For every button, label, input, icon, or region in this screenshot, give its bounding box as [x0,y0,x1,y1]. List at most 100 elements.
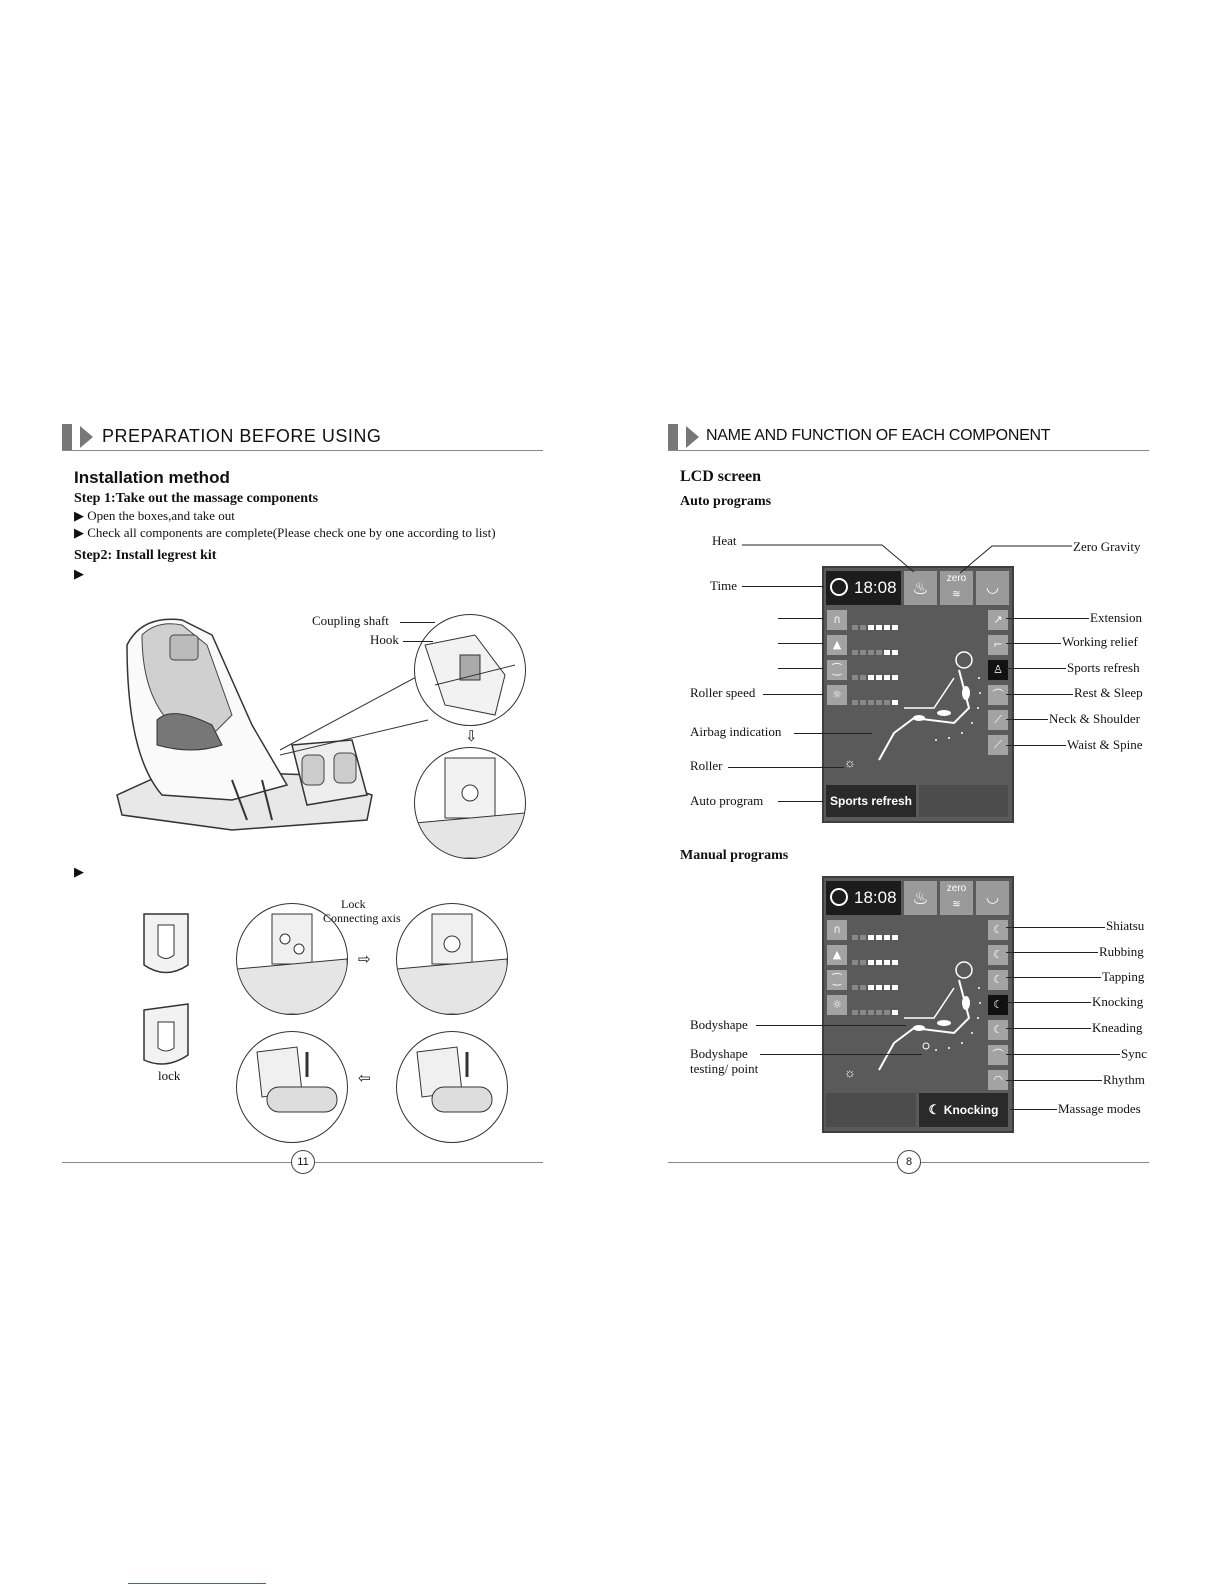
step1-item-2: ▶ Check all components are complete(Plea… [74,525,496,540]
airbag-indication-leader [794,733,872,734]
detail-pointer-lines [280,674,429,756]
auto-lcd-screen: 18:08 ♨ zero≋ ◡ ก ▲ ⁐ ☼ ↗ ⌐ ♙ ⌒ ⟋ ⟋ ☼ Sp… [822,566,1014,823]
auto-programs-title: Auto programs [680,494,772,509]
kneading-label: Kneading [1092,1020,1143,1035]
kneading-icon[interactable]: ☾ [988,1020,1008,1040]
massage-modes-label: Massage modes [1058,1101,1141,1116]
hook-leader [403,641,433,642]
foot-level-icon: ▲ [827,635,847,655]
width-level-icon: ⁐ [827,660,847,680]
rest-sleep-leader [1006,694,1073,695]
detail-circle-hook [414,614,526,726]
extension-label: Extension [1090,610,1142,625]
clock-icon [830,888,848,906]
heat-leader [742,544,915,573]
body-figure-icon [878,961,981,1071]
right-page-number: 8 [897,1150,921,1174]
tapping-label: Tapping [1102,969,1145,984]
rubbing-label: Rubbing [1099,944,1144,959]
bottom-link-underline [128,1583,266,1584]
tapping-leader [1006,977,1101,978]
right-section-marker [668,424,708,450]
massage-mode-box: ☾ Knocking [919,1093,1008,1127]
knocking-mode-icon: ☾ [928,1102,944,1117]
sports-refresh-icon[interactable]: ♙ [988,660,1008,680]
step-circle-2 [396,903,508,1015]
lcd-heading: LCD screen [680,468,762,485]
step-circle-4 [236,1031,348,1143]
kneading-leader [1006,1028,1091,1029]
left-header-rule [62,450,543,451]
foot-level-leader [778,643,824,644]
heat-icon[interactable]: ♨ [904,571,937,605]
heat-label: Heat [712,533,737,548]
working-relief-icon[interactable]: ⌐ [988,635,1008,655]
zero-gravity-icon[interactable]: zero≋ [940,571,973,605]
step2-bullet: ▶ [74,566,84,581]
bodyshape-testing-label-2: testing/ point [690,1061,759,1076]
zero-gravity-icon[interactable]: zero≋ [940,881,973,915]
lock-small-label: lock [158,1068,181,1083]
sync-icon[interactable]: ⌒ [988,1045,1008,1065]
width-level-icon: ⁐ [827,970,847,990]
roller-speed-label: Roller speed [690,685,756,700]
knocking-label: Knocking [1092,994,1144,1009]
rubbing-icon[interactable]: ☾ [988,945,1008,965]
roller-icon: ☼ [844,1065,856,1080]
manual-empty-box [826,1093,916,1127]
neck-shoulder-leader [1006,719,1048,720]
sync-leader [1006,1054,1120,1055]
neck-shoulder-label: Neck & Shoulder [1049,711,1140,726]
coupling-shaft-label: Coupling shaft [312,613,389,628]
step2-title: Step2: Install legrest kit [74,548,217,563]
coupling-shaft-leader [400,622,435,623]
sports-refresh-leader [1006,668,1066,669]
roller-speed-leader [763,694,824,695]
roller-speed-dots [852,700,900,705]
roller-speed-icon: ☼ [827,995,847,1015]
rubbing-leader [1006,952,1098,953]
bodyshape-label: Bodyshape [690,1017,748,1032]
step1-title: Step 1:Take out the massage components [74,491,319,506]
working-relief-leader [1006,643,1061,644]
zero-gravity-label: Zero Gravity [1073,539,1141,554]
knocking-icon[interactable]: ☾ [988,995,1008,1015]
roller-speed-icon: ☼ [827,685,847,705]
bodyshape-testing-label-1: Bodyshape [690,1046,748,1061]
knocking-leader [1006,1002,1091,1003]
airbag-indication-label: Airbag indication [690,724,782,739]
width-level-leader [778,668,824,669]
heat-icon[interactable]: ♨ [904,881,937,915]
working-relief-label: Working relief [1062,634,1138,649]
auto-empty-box [919,785,1008,817]
recline-icon[interactable]: ◡ [976,571,1009,605]
step1-item-1: ▶ Open the boxes,and take out [74,508,235,523]
bodyshape-testing-leader [760,1054,922,1055]
bodyshape-leader [756,1025,906,1026]
extension-icon[interactable]: ↗ [988,610,1008,630]
sports-refresh-label: Sports refresh [1067,660,1140,675]
waist-spine-icon[interactable]: ⟋ [988,735,1008,755]
neck-shoulder-icon[interactable]: ⟋ [988,710,1008,730]
sync-label: Sync [1121,1046,1147,1061]
waist-spine-leader [1006,745,1066,746]
rest-sleep-icon[interactable]: ⌒ [988,685,1008,705]
rest-sleep-label: Rest & Sleep [1074,685,1143,700]
rhythm-icon[interactable]: ◠ [988,1070,1008,1090]
auto-program-leader [778,801,824,802]
left-arrow: ⇦ [358,1071,371,1087]
clock-icon [830,578,848,596]
massage-modes-leader [1010,1109,1057,1110]
foot-level-dots [852,650,900,655]
shiatsu-icon[interactable]: ☾ [988,920,1008,940]
tapping-icon[interactable]: ☾ [988,970,1008,990]
left-section-title: PREPARATION BEFORE USING [102,426,382,446]
recline-icon[interactable]: ◡ [976,881,1009,915]
roller-label: Roller [690,758,723,773]
airbag-level-dots [852,625,900,630]
left-section-marker [62,424,102,450]
airbag-level-icon: ก [827,610,847,630]
waist-spine-label: Waist & Spine [1067,737,1143,752]
step-circle-3 [396,1031,508,1143]
roller-speed-dots [852,1010,900,1015]
